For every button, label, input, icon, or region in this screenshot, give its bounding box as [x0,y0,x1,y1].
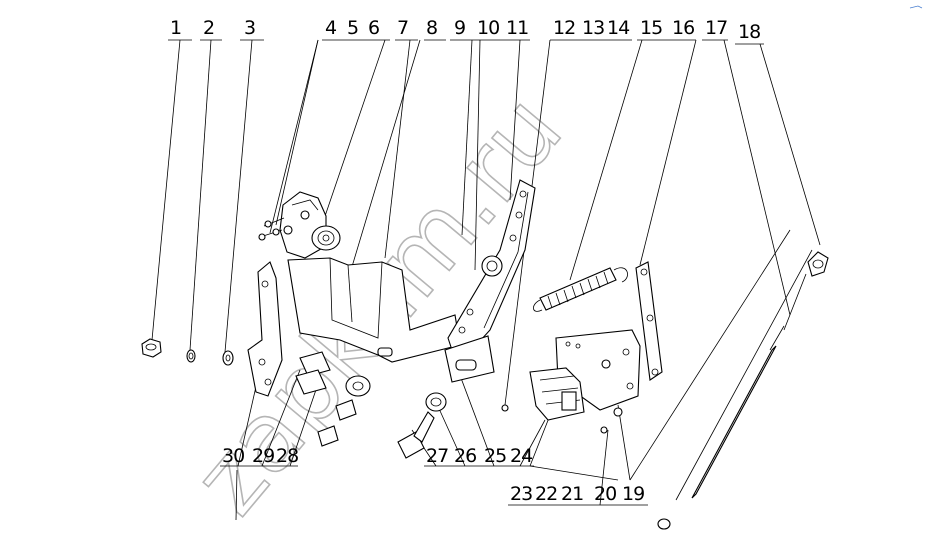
small-fastener [657,518,671,530]
label-5: 5 [347,17,358,39]
label-14: 14 [607,17,630,39]
part-17-rod [691,325,785,499]
label-7: 7 [397,17,408,39]
top-leader-lines [151,39,821,406]
part-8-bracket [287,257,461,363]
part-29-28-bolts [295,351,371,447]
part-16-strap [635,261,663,381]
top-labels: 1 2 3 4 5 6 7 8 9 10 11 12 13 14 15 16 1… [170,17,761,43]
top-label-underlines [168,39,764,45]
part-7-solenoid [279,191,341,259]
label-28: 28 [276,445,298,467]
label-16: 16 [672,17,694,39]
label-9: 9 [454,17,465,39]
label-3: 3 [244,17,255,39]
label-29: 29 [252,445,274,467]
corner-mark [909,5,923,9]
part-23-microswitch [529,367,585,421]
label-25: 25 [484,445,506,467]
label-30: 30 [222,445,244,467]
label-19: 19 [622,483,644,505]
label-15: 15 [640,17,662,39]
label-12: 12 [553,17,575,39]
part-30-mounting-plate [247,261,283,397]
part-27-bolt [397,411,435,459]
part-3-spring-washer [222,350,234,366]
bottom-leader-lines [220,229,813,521]
label-21: 21 [561,483,583,505]
part-26-washer [425,392,447,412]
label-1: 1 [170,17,181,39]
label-20: 20 [594,483,616,505]
part-15-spring [533,267,628,312]
label-13: 13 [582,17,604,39]
part-2-washer [186,349,196,363]
label-8: 8 [426,17,437,39]
label-27: 27 [426,445,448,467]
label-23: 23 [510,483,532,505]
label-11: 11 [506,17,528,39]
label-2: 2 [203,17,214,39]
label-10: 10 [477,17,499,39]
label-4: 4 [325,17,337,39]
label-17: 17 [705,17,727,39]
label-26: 26 [454,445,476,467]
part-1-nut [141,338,162,358]
part-4-6-screws [258,217,285,241]
label-22: 22 [535,483,557,505]
part-18-fitting [807,251,829,277]
label-6: 6 [368,17,379,39]
part-25-link-plate [444,335,495,383]
label-18: 18 [738,21,760,43]
part-20-21-screws [501,359,623,434]
